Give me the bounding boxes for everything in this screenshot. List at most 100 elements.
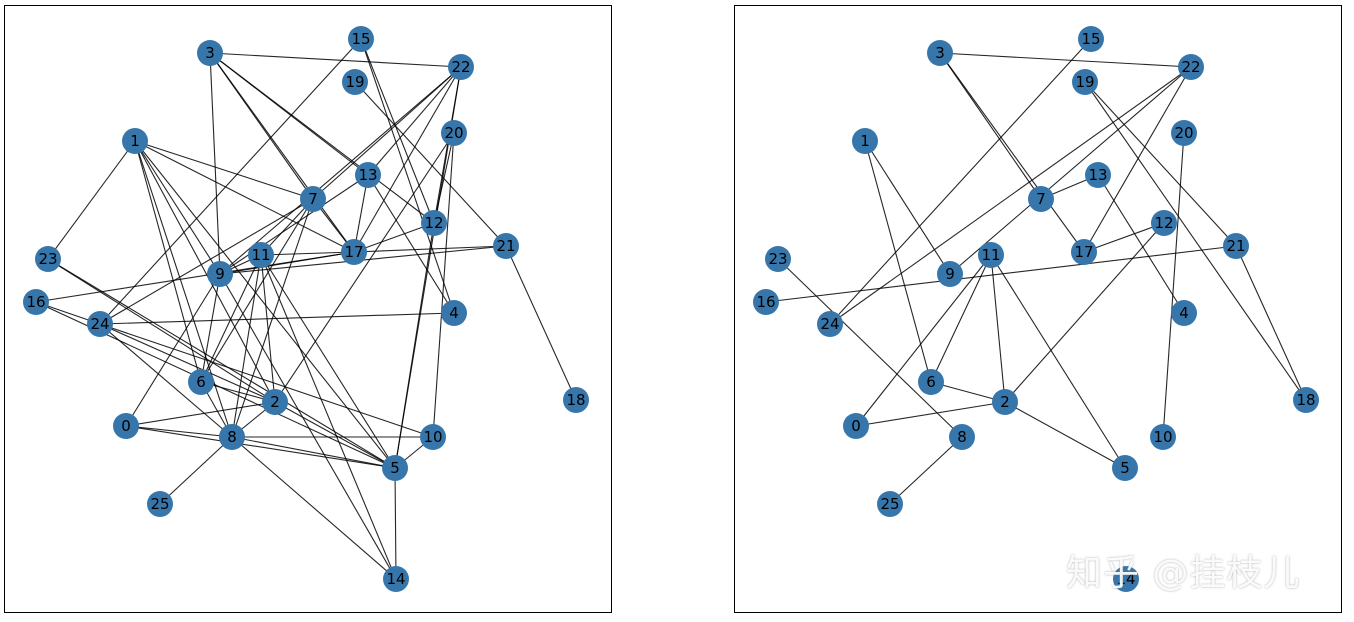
edge-15-24 <box>829 38 1092 325</box>
node-label-14: 14 <box>1116 570 1135 588</box>
edge-0-2 <box>125 401 276 427</box>
node-circle-0 <box>843 413 869 439</box>
node-7: 7 <box>300 186 326 212</box>
edge-22-17 <box>353 66 462 253</box>
node-circle-11 <box>978 242 1004 268</box>
node-6: 6 <box>918 369 944 395</box>
node-label-11: 11 <box>981 246 1000 264</box>
node-circle-17 <box>341 239 367 265</box>
node-label-4: 4 <box>1179 304 1189 322</box>
edge-19-18 <box>1084 81 1307 401</box>
node-circle-25 <box>877 491 903 517</box>
edge-15-4 <box>360 38 455 314</box>
nodes-group: 0123456789101112131415161718192021222324… <box>753 26 1319 592</box>
edge-1-17 <box>134 140 355 253</box>
node-label-15: 15 <box>351 30 370 48</box>
node-label-4: 4 <box>449 304 459 322</box>
edge-5-14 <box>394 467 397 580</box>
node-17: 17 <box>1071 239 1097 265</box>
node-20: 20 <box>1171 120 1197 146</box>
node-circle-22 <box>448 54 474 80</box>
node-circle-18 <box>563 387 589 413</box>
node-label-9: 9 <box>215 265 225 283</box>
edge-8-5 <box>231 436 396 469</box>
node-circle-9 <box>937 261 963 287</box>
edge-1-6 <box>864 140 932 383</box>
edge-8-25 <box>889 436 963 505</box>
edge-2-5 <box>1004 401 1126 469</box>
node-10: 10 <box>1150 424 1176 450</box>
edge-11-17 <box>260 251 355 256</box>
node-23: 23 <box>765 246 791 272</box>
edge-12-5 <box>394 222 435 469</box>
node-label-17: 17 <box>344 243 363 261</box>
node-label-0: 0 <box>121 417 131 435</box>
node-circle-4 <box>1171 300 1197 326</box>
node-13: 13 <box>1085 162 1111 188</box>
node-label-22: 22 <box>1181 58 1200 76</box>
edge-9-17 <box>219 251 355 275</box>
node-label-13: 13 <box>358 166 377 184</box>
graph-left-canvas: 0123456789101112131415161718192021222324… <box>23 26 589 592</box>
node-circle-25 <box>147 491 173 517</box>
node-10: 10 <box>420 424 446 450</box>
edge-11-8 <box>231 254 262 438</box>
node-label-10: 10 <box>1153 428 1172 446</box>
node-circle-22 <box>1178 54 1204 80</box>
node-circle-0 <box>113 413 139 439</box>
edge-11-0 <box>855 254 992 427</box>
node-16: 16 <box>753 289 779 315</box>
node-21: 21 <box>493 233 519 259</box>
edge-7-8 <box>231 198 314 438</box>
node-circle-14 <box>1113 566 1139 592</box>
edge-24-2 <box>99 323 276 403</box>
node-circle-20 <box>1171 120 1197 146</box>
node-3: 3 <box>197 40 223 66</box>
edge-12-17 <box>1083 222 1165 253</box>
node-label-2: 2 <box>1000 393 1010 411</box>
edge-2-0 <box>855 401 1006 427</box>
node-9: 9 <box>207 261 233 287</box>
node-circle-3 <box>927 40 953 66</box>
node-circle-18 <box>1293 387 1319 413</box>
edge-21-18 <box>505 245 577 401</box>
node-circle-4 <box>441 300 467 326</box>
node-18: 18 <box>563 387 589 413</box>
node-25: 25 <box>877 491 903 517</box>
node-circle-17 <box>1071 239 1097 265</box>
edge-13-17 <box>353 174 369 253</box>
node-17: 17 <box>341 239 367 265</box>
node-19: 19 <box>342 69 368 95</box>
edge-20-12 <box>433 132 455 224</box>
node-5: 5 <box>1112 455 1138 481</box>
node-circle-23 <box>35 246 61 272</box>
node-label-7: 7 <box>308 190 318 208</box>
node-circle-16 <box>753 289 779 315</box>
edge-20-10 <box>1162 132 1185 438</box>
edge-20-2 <box>274 132 455 403</box>
edge-21-17 <box>353 245 507 253</box>
node-14: 14 <box>383 566 409 592</box>
node-12: 12 <box>421 210 447 236</box>
edge-3-22 <box>939 52 1192 68</box>
node-circle-6 <box>918 369 944 395</box>
node-label-1: 1 <box>130 132 140 150</box>
node-12: 12 <box>1151 210 1177 236</box>
edge-15-12 <box>360 38 435 224</box>
node-16: 16 <box>23 289 49 315</box>
edge-7-24 <box>99 198 314 325</box>
edge-13-4 <box>1097 174 1185 314</box>
node-circle-2 <box>262 389 288 415</box>
node-3: 3 <box>927 40 953 66</box>
edge-1-7 <box>134 140 314 200</box>
node-circle-3 <box>197 40 223 66</box>
node-circle-5 <box>382 455 408 481</box>
node-label-23: 23 <box>768 250 787 268</box>
node-22: 22 <box>1178 54 1204 80</box>
node-circle-14 <box>383 566 409 592</box>
edge-8-25 <box>159 436 233 505</box>
node-label-25: 25 <box>880 495 899 513</box>
edge-9-0 <box>125 273 221 427</box>
node-label-20: 20 <box>444 124 463 142</box>
